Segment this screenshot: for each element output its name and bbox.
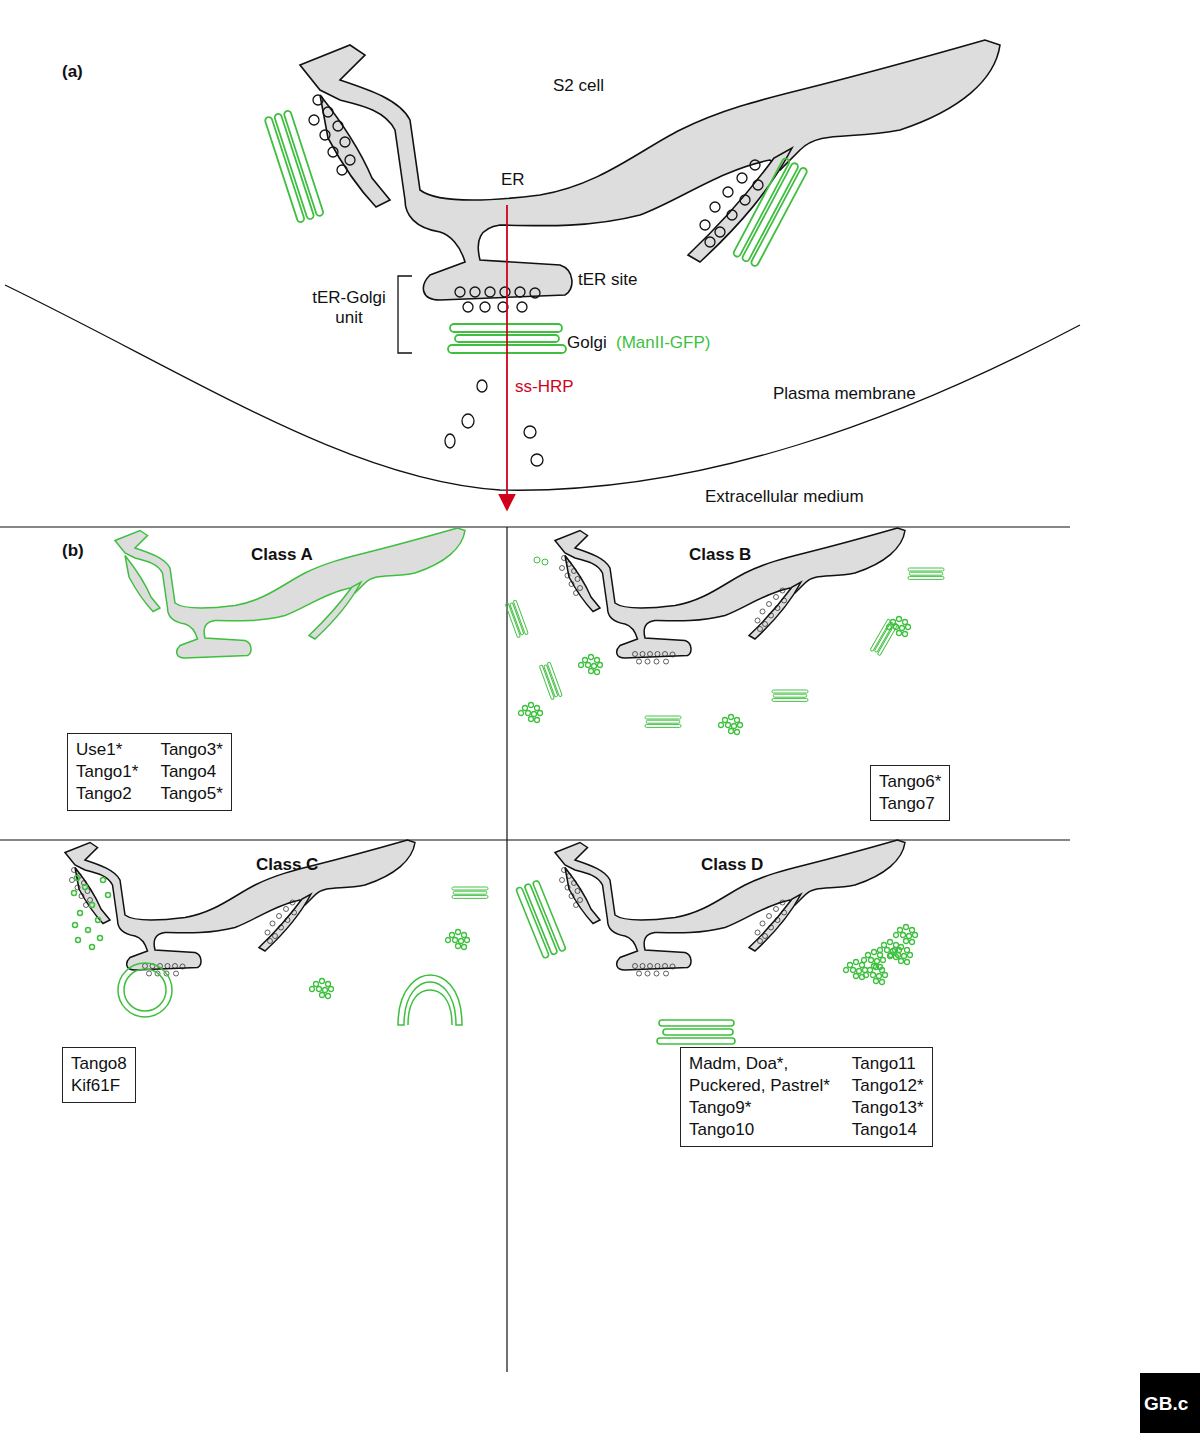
gene-name: Tango8 [71,1053,127,1075]
gene-name: Tango3* [160,739,222,761]
panel-letter: (b) [62,541,84,561]
gene-name: Tango11 [852,1053,924,1075]
organelle-label: tER site [578,270,638,290]
region-label: Extracellular medium [705,487,864,507]
gene-name: Tango6* [879,771,941,793]
class-heading: Class D [701,855,763,875]
gene-name: Use1* [76,739,138,761]
gene-name: Tango10 [689,1119,830,1141]
gene-list-box: Tango8Kif61F [62,1047,136,1103]
gene-name: Kif61F [71,1075,127,1097]
gene-name: Madm, Doa*, [689,1053,830,1075]
cargo-label: ss-HRP [515,377,574,397]
membrane-label: Plasma membrane [773,384,916,404]
gene-name: Tango4 [160,761,222,783]
gene-name: Tango9* [689,1097,830,1119]
gene-list-box: Use1*Tango1*Tango2 Tango3*Tango4Tango5* [67,733,232,811]
gene-list-box: Tango6*Tango7 [870,765,950,821]
gene-name: Tango13* [852,1097,924,1119]
gene-name: Tango14 [852,1119,924,1141]
gene-name: Tango7 [879,793,941,815]
organelle-label: Golgi [567,333,607,353]
watermark: GB.c [1144,1393,1188,1415]
gene-name: Tango2 [76,783,138,805]
organelle-label: ER [501,170,525,190]
class-heading: Class C [256,855,318,875]
class-heading: Class A [251,545,313,565]
cell-label: S2 cell [553,76,604,96]
panel-letter: (a) [62,62,83,82]
gene-name: Tango5* [160,783,222,805]
gene-name: Tango1* [76,761,138,783]
class-heading: Class B [689,545,751,565]
gene-name: Tango12* [852,1075,924,1097]
gene-list-box: Madm, Doa*,Puckered, Pastrel*Tango9*Tang… [680,1047,933,1147]
gene-name: Puckered, Pastrel* [689,1075,830,1097]
marker-label: (ManII-GFP) [616,333,710,353]
bracket-label: tER-Golgi unit [306,288,392,327]
